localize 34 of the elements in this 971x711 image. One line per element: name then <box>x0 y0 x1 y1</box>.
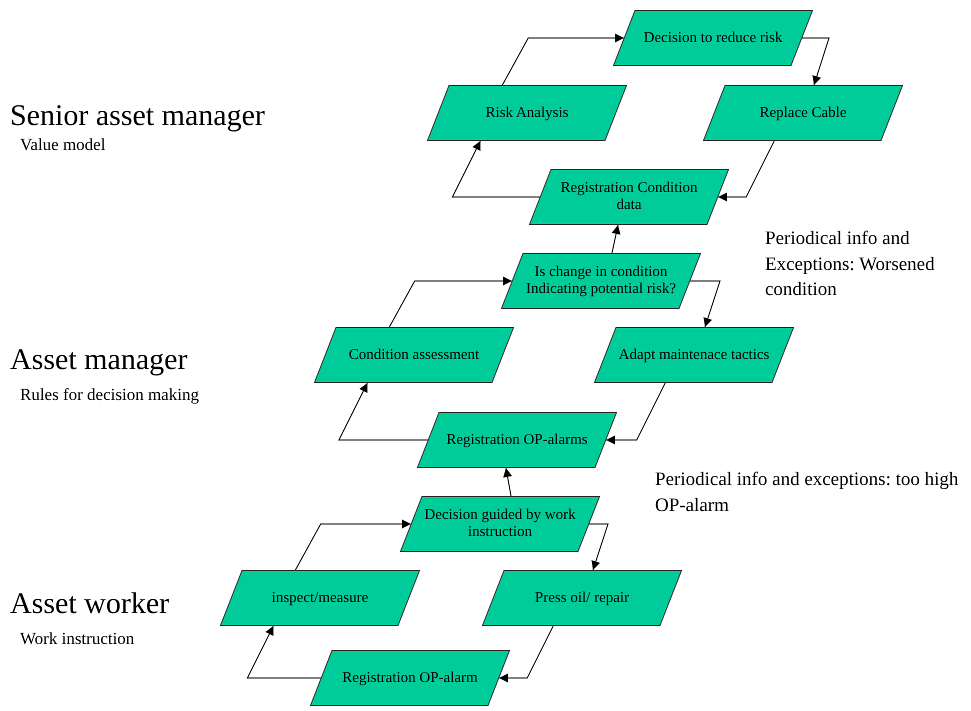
flow-arrow <box>502 34 624 86</box>
flow-arrow <box>690 280 721 328</box>
flow-note: Periodical info and exceptions: too high OP-alarm <box>655 468 960 518</box>
step-label: inspect/measure <box>272 590 368 606</box>
flow-arrow <box>498 626 554 682</box>
flow-note: Periodical info and Exceptions: Worsened condition <box>765 227 936 302</box>
step-label: Condition assessment <box>348 346 480 364</box>
step-label: Decision to reduce risk <box>644 30 782 46</box>
role-title: Asset worker <box>10 586 170 622</box>
step-label: Press oil/ repair <box>534 590 630 606</box>
flow-arrow <box>606 382 666 444</box>
step-label: Registration OP-alarms <box>446 432 588 448</box>
step-label: Risk Analysis <box>486 104 568 122</box>
flow-arrow <box>802 38 830 86</box>
flow-arrow <box>388 276 512 328</box>
flow-arrow <box>503 468 512 496</box>
flow-arrow <box>246 626 322 678</box>
flow-arrow <box>452 140 540 198</box>
role-title: Senior asset manager <box>10 98 265 134</box>
step-label: Is change in condition Indicating potential risk? <box>525 264 677 298</box>
role-subtitle: Rules for decision making <box>20 384 199 406</box>
role-title: Asset manager <box>10 342 188 378</box>
step-label: Registration Condition data <box>559 180 699 214</box>
flow-arrow <box>294 520 412 570</box>
step-label: Registration OP-alarm <box>342 670 478 686</box>
flow-arrow <box>588 524 609 570</box>
flow-arrow <box>718 140 775 202</box>
role-subtitle: Work instruction <box>20 628 134 650</box>
role-subtitle: Value model <box>20 134 106 156</box>
step-label: Replace Cable <box>759 104 847 122</box>
step-label: Adapt maintenace tactics <box>618 346 770 364</box>
step-label: Decision guided by work instruction <box>423 507 577 541</box>
flow-arrow <box>338 382 428 440</box>
flow-arrow <box>612 224 621 254</box>
